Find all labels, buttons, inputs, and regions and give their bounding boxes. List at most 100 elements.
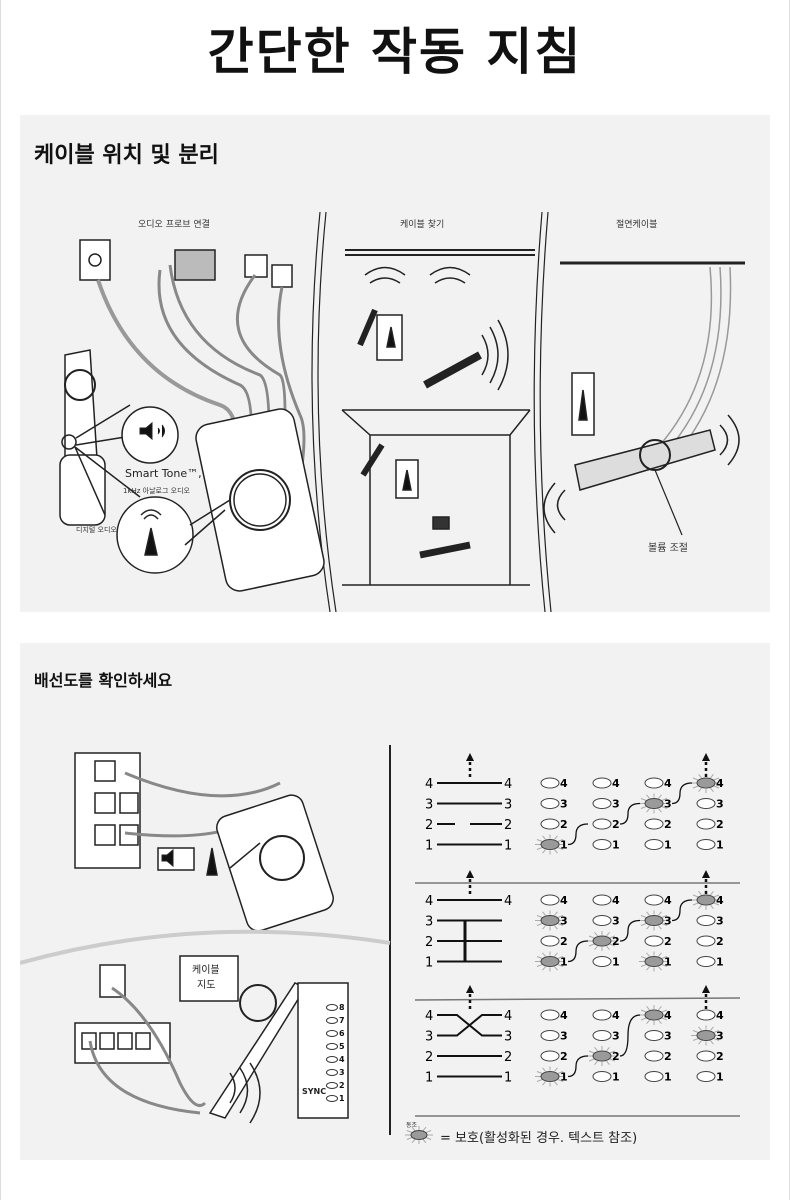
led-glow: [661, 915, 668, 918]
led-glow: [557, 923, 564, 926]
led-glow: [609, 1058, 616, 1062]
probe-led: 7: [326, 1016, 345, 1025]
led-glow: [640, 956, 647, 959]
pin-label: 3: [504, 798, 512, 813]
probe-led: 1: [326, 1094, 345, 1103]
led-glow: [542, 1067, 546, 1072]
arrow-head: [466, 753, 474, 761]
led-number: 3: [612, 1030, 620, 1043]
led-number: 1: [716, 839, 724, 852]
led-glow: [594, 1047, 598, 1052]
led-number: 4: [664, 1009, 672, 1022]
led-off: [644, 777, 664, 789]
led-number: 1: [612, 839, 620, 852]
pin-label: 3: [504, 1030, 512, 1045]
led-lit: [696, 894, 716, 906]
probe-led: 8: [326, 1003, 345, 1012]
led-glow: [542, 925, 546, 930]
legend-glow: [411, 1126, 416, 1131]
led-glow: [698, 1026, 702, 1031]
led-number: 4: [664, 894, 672, 907]
led-glow: [557, 847, 564, 850]
led-off: [696, 1071, 716, 1082]
caption-smart-tone: Smart Tone™,: [125, 467, 202, 480]
led-glow: [536, 956, 543, 959]
led-number: 3: [560, 1030, 568, 1043]
probe-led: 6: [326, 1029, 345, 1038]
led-number: 1: [560, 956, 568, 969]
led-glow: [713, 1030, 720, 1033]
led-lit: [644, 915, 664, 926]
led-number: 3: [716, 798, 724, 811]
pin-label: 3: [425, 798, 433, 813]
led-number: 3: [560, 915, 568, 928]
led-glow: [661, 956, 668, 959]
led-lit: [540, 915, 560, 926]
led-off: [644, 1050, 664, 1062]
pin-label: 4: [425, 1009, 433, 1024]
cable-map-label: 케이블: [192, 965, 220, 976]
led-glow: [554, 952, 558, 957]
led-off: [592, 818, 612, 830]
led-glow: [536, 1071, 543, 1074]
led-glow: [542, 952, 546, 957]
led-glow: [658, 1006, 662, 1011]
led-glow: [692, 1030, 699, 1033]
led-glow: [554, 835, 558, 840]
led-glow: [557, 1079, 564, 1082]
led-number: 4: [612, 1009, 620, 1022]
legend-glow: [425, 1137, 432, 1140]
led-glow: [554, 966, 558, 971]
led-glow: [536, 1079, 543, 1082]
step-arrow: [671, 782, 693, 805]
row-divider: [414, 997, 741, 1001]
probe-led: 2: [326, 1081, 345, 1090]
pin-label: 2: [504, 818, 512, 833]
led-lit: [540, 956, 560, 967]
pin-label: 4: [425, 777, 433, 792]
led-off: [644, 1071, 664, 1082]
led-number: 4: [560, 894, 568, 907]
led-number: 3: [716, 1030, 724, 1043]
led-glow: [640, 915, 647, 918]
led-glow: [557, 956, 564, 959]
led-glow: [606, 932, 610, 937]
led-off: [696, 915, 716, 926]
led-lit: [644, 1009, 664, 1021]
led-number: 4: [612, 894, 620, 907]
led-glow: [606, 1060, 610, 1065]
led-number: 3: [560, 798, 568, 811]
led-glow: [554, 849, 558, 854]
pin-label: 1: [504, 839, 512, 854]
step-arrow: [567, 1055, 589, 1078]
led-off: [592, 1009, 612, 1021]
caption-audio-probe: 오디오 프로브 연결: [138, 220, 210, 230]
led-off: [696, 956, 716, 967]
legend-led-icon: [410, 1130, 428, 1140]
led-number: 1: [560, 1071, 568, 1084]
led-glow: [658, 925, 662, 930]
led-glow: [640, 798, 647, 801]
led-number: 4: [560, 1009, 568, 1022]
led-off: [592, 839, 612, 850]
pin-label: 1: [425, 1071, 433, 1086]
caption-insulated-cable: 절연케이블: [616, 220, 658, 230]
led-off: [592, 1030, 612, 1041]
legend-glow: [425, 1130, 432, 1133]
led-glow: [536, 839, 543, 842]
led-number: 2: [664, 935, 672, 948]
led-off: [592, 894, 612, 906]
led-glow: [646, 925, 650, 930]
step-arrow: [619, 919, 641, 942]
led-number: 1: [560, 839, 568, 852]
legend-glow: [422, 1139, 427, 1144]
cable-locate-illustration: [59, 211, 745, 612]
led-off: [696, 935, 716, 947]
led-off: [592, 777, 612, 789]
led-glow: [554, 1081, 558, 1086]
caption-find-cable: 케이블 찾기: [400, 220, 445, 230]
led-lit: [696, 1030, 716, 1041]
led-off: [540, 1050, 560, 1062]
led-glow: [646, 808, 650, 813]
legend-glow: [411, 1139, 416, 1144]
